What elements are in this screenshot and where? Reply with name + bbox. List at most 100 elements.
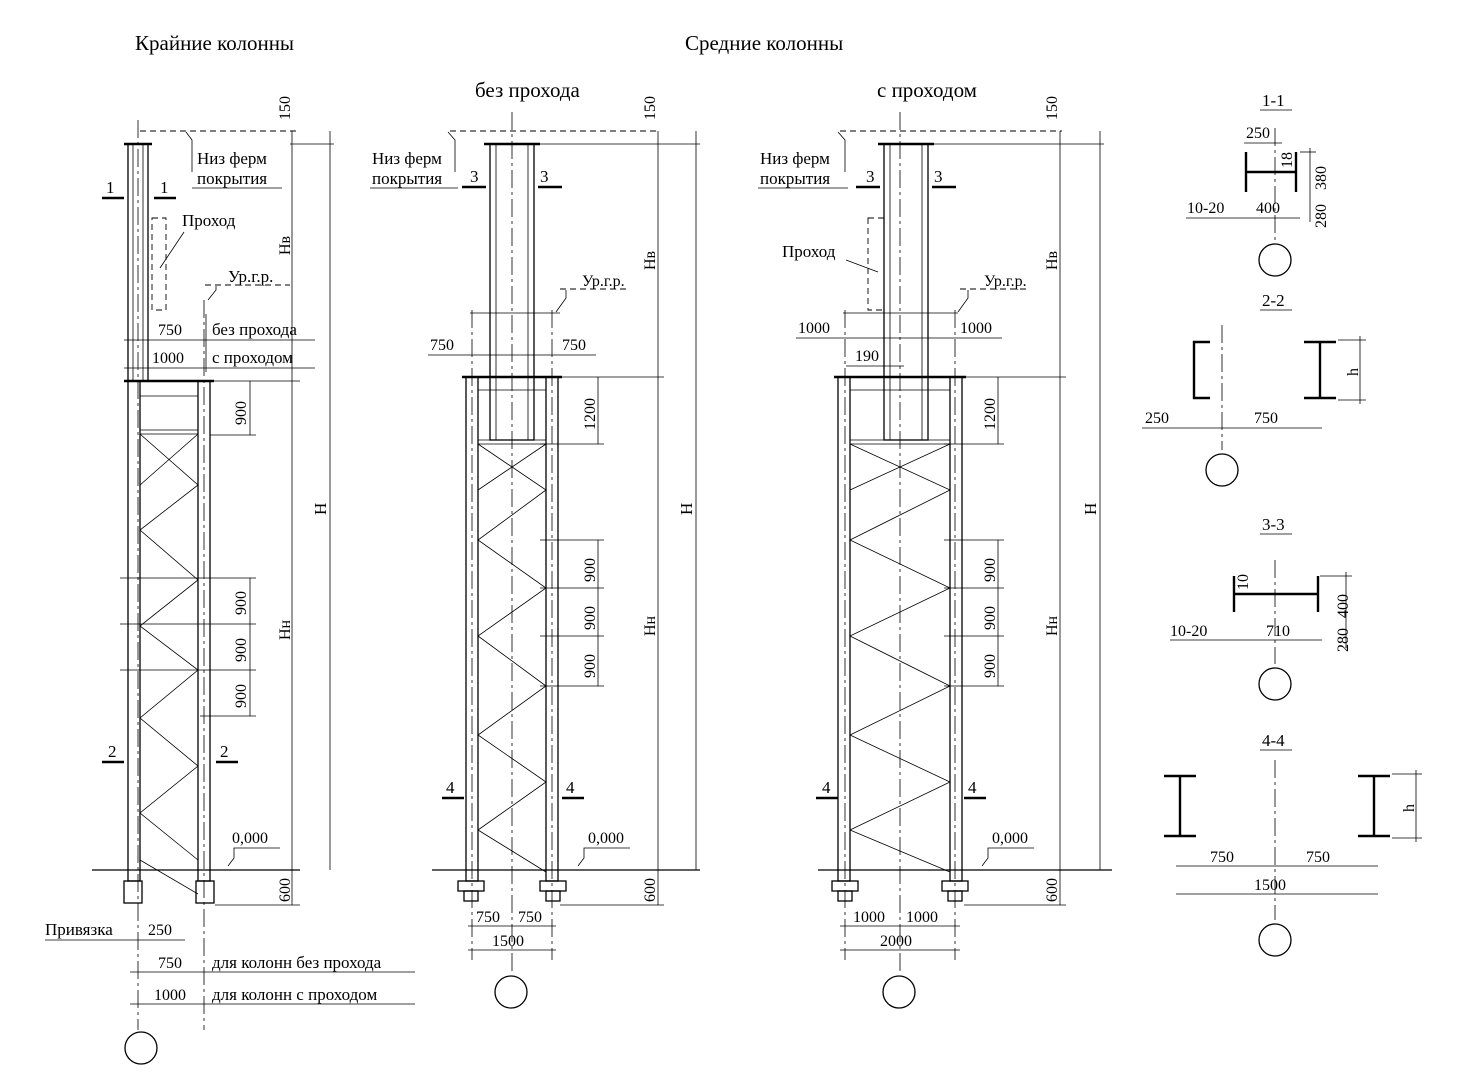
label-crane-level: Ур.г.р.	[228, 267, 273, 286]
dim-900-b-left: 900	[233, 638, 250, 662]
section-2-2-dim-750: 750	[1254, 410, 1278, 427]
cut-mark-4-right-mid: 4	[566, 778, 575, 797]
dim-1000-bottom-b-pass: 1000	[906, 909, 938, 926]
dim-1000-bottom-a-pass: 1000	[853, 909, 885, 926]
label-zero-mid: 0,000	[588, 830, 624, 847]
section-4-4-h: h	[1401, 804, 1418, 812]
label-hn-mid: Hн	[642, 615, 659, 636]
dim-900-top-left: 900	[233, 401, 250, 425]
dim-600-left: 600	[277, 878, 294, 902]
dim-150-pass: 150	[1044, 96, 1061, 120]
section-4-4-dim-1500: 1500	[1254, 877, 1286, 894]
dim-250-binding: 250	[148, 922, 172, 939]
dim-600-pass: 600	[1044, 878, 1061, 902]
section-2-2-dim-250: 250	[1145, 410, 1169, 427]
dim-1000-pass-right: 1000	[960, 320, 992, 337]
label-h-mid: H	[677, 503, 696, 515]
label-truss-bottom-2-pass: покрытия	[760, 169, 830, 188]
dim-600-mid: 600	[642, 878, 659, 902]
dim-1200-pass: 1200	[982, 398, 999, 430]
dim-1000-binding: 1000	[154, 987, 186, 1004]
section-2-2: 2-2 h 250 750	[1142, 291, 1366, 487]
dim-1000: 1000	[152, 350, 184, 367]
section-1-1-dim-18: 18	[1279, 152, 1296, 168]
section-3-3: 3-3 10 400 280 10-20 710	[1170, 515, 1352, 701]
label-truss-bottom-1: Низ ферм	[197, 149, 267, 168]
dim-900-b-mid: 900	[582, 606, 599, 630]
label-truss-bottom-1-mid: Низ ферм	[372, 149, 442, 168]
section-1-1-dim-380: 380	[1313, 166, 1330, 190]
label-zero-left: 0,000	[232, 830, 268, 847]
label-with-passage: с проходом	[212, 348, 293, 367]
label-hv-pass: Hв	[1044, 250, 1061, 270]
dim-900-c-left: 900	[233, 684, 250, 708]
label-binding: Привязка	[45, 920, 113, 939]
label-no-passage: без прохода	[212, 320, 297, 339]
dim-750-binding: 750	[158, 955, 182, 972]
section-1-1-title: 1-1	[1262, 91, 1285, 110]
section-3-3-dim-10-20: 10-20	[1170, 623, 1207, 640]
dim-750-mid-left: 750	[430, 337, 454, 354]
cut-mark-3-right-mid: 3	[540, 167, 549, 186]
dim-1500-mid: 1500	[492, 933, 524, 950]
dim-750-bottom-b-mid: 750	[518, 909, 542, 926]
label-passage: Проход	[182, 211, 236, 230]
dim-900-c-mid: 900	[582, 654, 599, 678]
dim-150-mid: 150	[642, 96, 659, 120]
section-2-2-title: 2-2	[1262, 291, 1285, 310]
dim-900-a-left: 900	[233, 591, 250, 615]
dim-150-left: 150	[277, 96, 294, 120]
section-2-2-h: h	[1345, 368, 1362, 376]
label-truss-bottom-1-pass: Низ ферм	[760, 149, 830, 168]
label-crane-level-mid: Ур.г.р.	[582, 273, 625, 290]
section-1-1-dim-280: 280	[1313, 204, 1330, 228]
section-3-3-dim-10: 10	[1235, 574, 1252, 590]
dim-2000-pass: 2000	[880, 933, 912, 950]
cut-mark-1-right: 1	[160, 178, 169, 197]
label-hn-pass: Hн	[1044, 615, 1061, 636]
label-passage-pass: Проход	[782, 242, 836, 261]
dim-750-bottom-a-mid: 750	[476, 909, 500, 926]
section-4-4-dim-750-b: 750	[1306, 849, 1330, 866]
cut-mark-2-left: 2	[108, 742, 117, 761]
section-3-3-dim-400: 400	[1335, 594, 1352, 618]
heading-middle-columns: Средние колонны	[685, 31, 843, 55]
label-hv-left: Hв	[277, 235, 294, 255]
label-truss-bottom-2-mid: покрытия	[372, 169, 442, 188]
cut-mark-4-left-mid: 4	[446, 778, 455, 797]
dim-900-a-mid: 900	[582, 558, 599, 582]
label-hv-mid: Hв	[642, 250, 659, 270]
section-1-1-dim-400: 400	[1256, 200, 1280, 217]
label-for-with-passage: для колонн с проходом	[212, 985, 377, 1004]
middle-column-with-passage: Низ ферм покрытия Проход 3 3	[758, 96, 1112, 1009]
heading-with-passage: с проходом	[877, 78, 977, 102]
dim-900-a-pass: 900	[982, 558, 999, 582]
label-crane-level-pass: Ур.г.р.	[984, 273, 1027, 290]
cut-mark-4-right-pass: 4	[968, 778, 977, 797]
outer-column: 1 1 2 2 Низ ферм покрытия Проход Ур.г.р.…	[45, 96, 415, 1065]
dim-1200-mid: 1200	[582, 398, 599, 430]
cut-mark-2-right: 2	[220, 742, 229, 761]
section-1-1: 1-1 250 18 380 280 10-20 400	[1186, 91, 1330, 277]
label-truss-bottom-2: покрытия	[197, 169, 267, 188]
cut-mark-3-left-mid: 3	[470, 167, 479, 186]
section-1-1-dim-10-20: 10-20	[1187, 200, 1224, 217]
section-4-4-title: 4-4	[1262, 731, 1285, 750]
heading-outer-columns: Крайние колонны	[135, 31, 294, 55]
dim-190-pass: 190	[855, 348, 879, 365]
label-h-pass: H	[1081, 503, 1100, 515]
label-zero-pass: 0,000	[992, 830, 1028, 847]
cut-mark-3-left-pass: 3	[866, 167, 875, 186]
cut-mark-4-left-pass: 4	[822, 778, 831, 797]
section-4-4: 4-4 h 750 750 1500	[1164, 731, 1422, 957]
label-h-left: H	[311, 503, 330, 515]
dim-900-c-pass: 900	[982, 654, 999, 678]
middle-column-no-passage: Низ ферм покрытия 3 3 Ур.г.р.	[370, 96, 700, 1009]
cut-mark-1-left: 1	[106, 178, 115, 197]
dim-750-mid-right: 750	[562, 337, 586, 354]
label-hn-left: Hн	[277, 619, 294, 640]
cut-mark-3-right-pass: 3	[934, 167, 943, 186]
label-for-no-passage: для колонн без прохода	[212, 953, 382, 972]
section-3-3-title: 3-3	[1262, 515, 1285, 534]
section-3-3-dim-710: 710	[1266, 623, 1290, 640]
